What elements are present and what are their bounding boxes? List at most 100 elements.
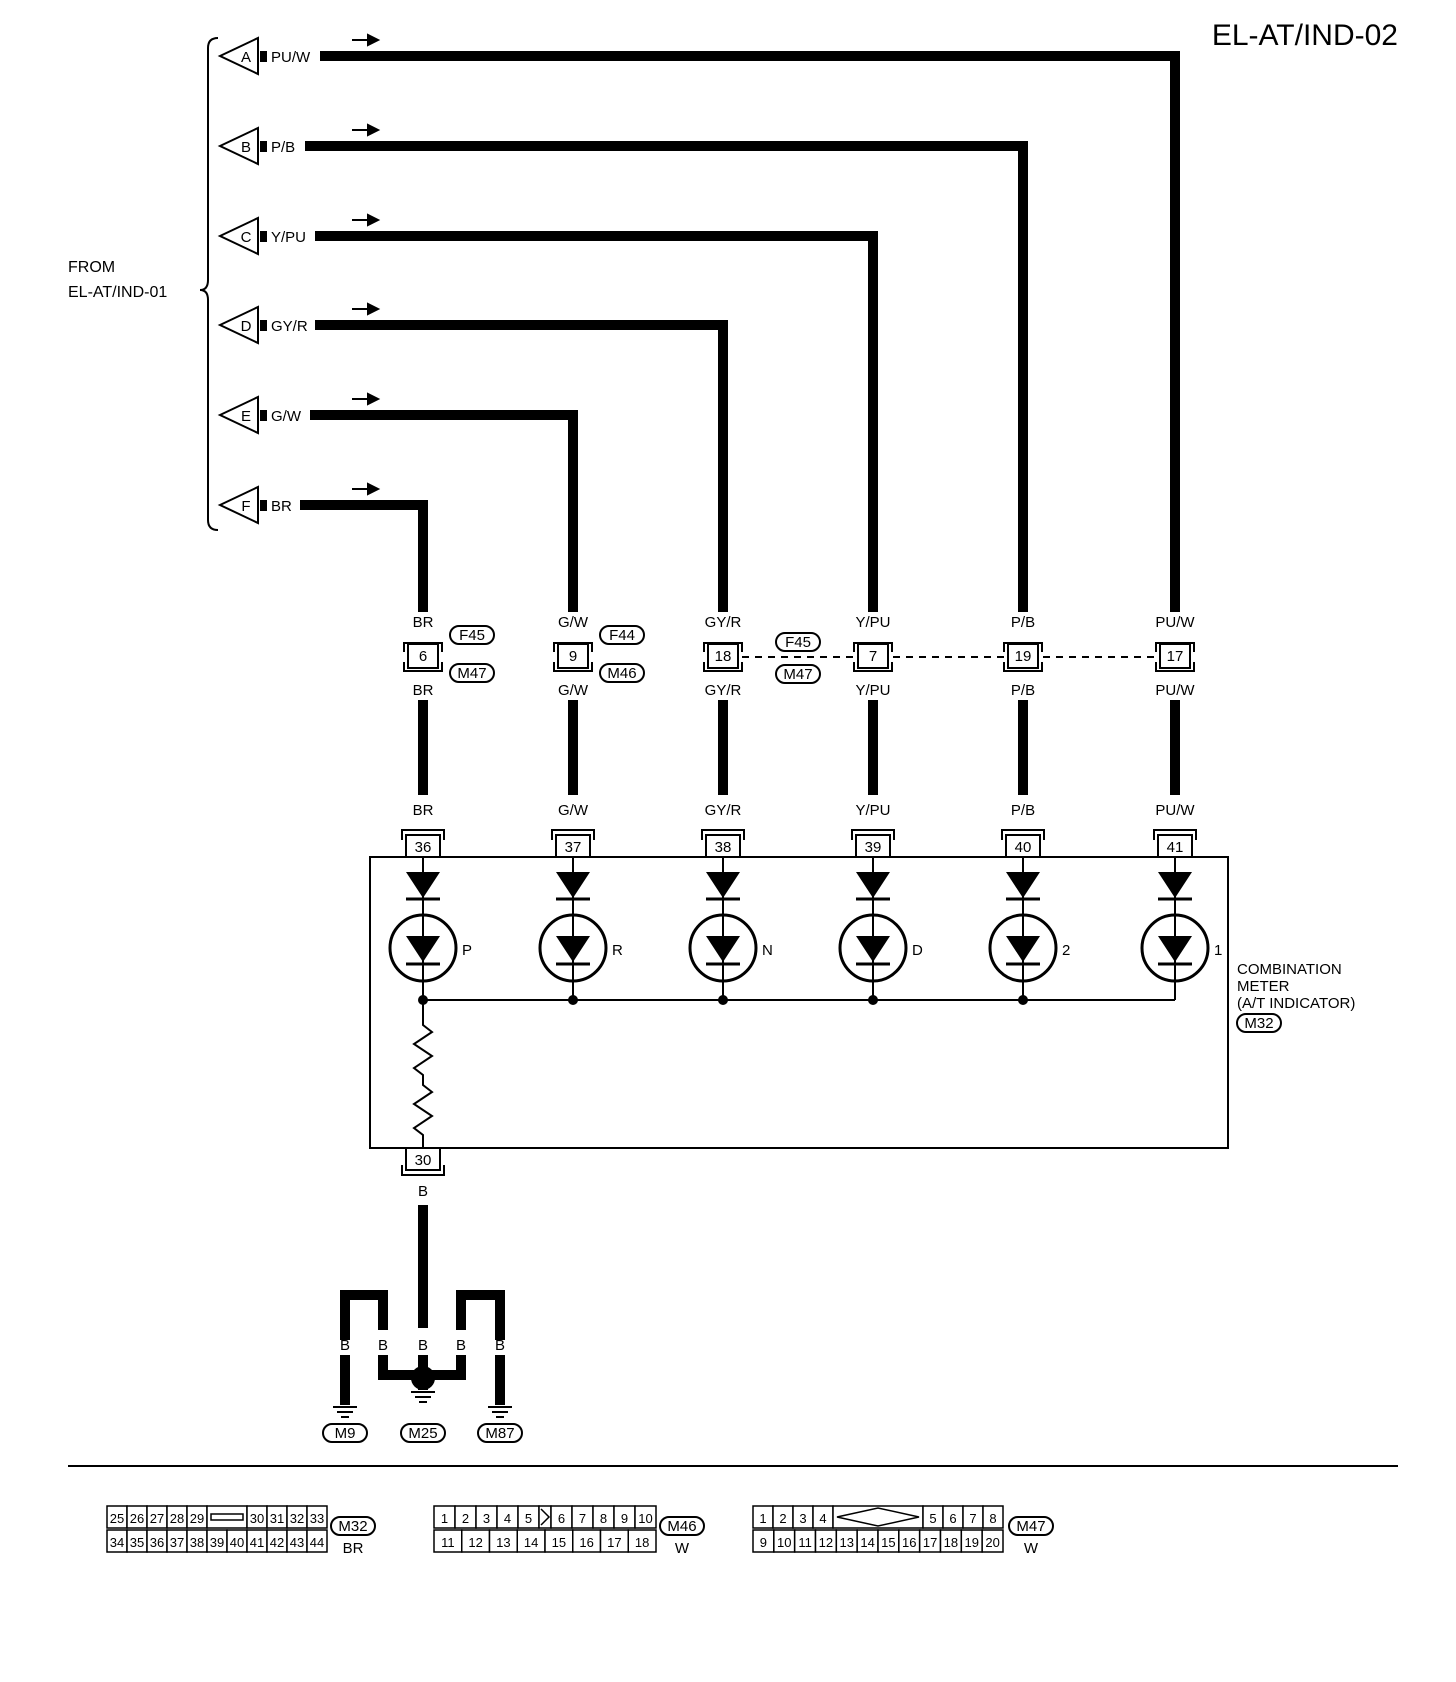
meter-pin-39: 39 [851,829,895,858]
svg-text:9: 9 [621,1511,628,1526]
ground-wire-color: B [418,1183,428,1200]
connector-cell: 1 [433,1505,456,1529]
joint-connector-6: 6 [403,642,443,672]
input-color-b: P/B [271,139,295,156]
svg-text:36: 36 [150,1535,164,1550]
svg-text:12: 12 [468,1535,482,1550]
connector-cell: 32 [286,1505,308,1529]
from-brace [199,37,219,531]
svg-text:31: 31 [270,1511,284,1526]
svg-text:(A/T INDICATOR): (A/T INDICATOR) [1237,995,1355,1012]
svg-text:7: 7 [969,1511,976,1526]
svg-text:19: 19 [965,1535,979,1550]
connector-cell: 9 [613,1505,636,1529]
svg-text:6: 6 [419,648,427,665]
svg-text:F44: F44 [609,627,635,644]
svg-text:1: 1 [441,1511,448,1526]
signal-arrows [352,33,381,496]
combination-meter-box [369,856,1229,1149]
svg-text:B: B [456,1337,466,1354]
svg-text:F45: F45 [785,634,811,651]
svg-text:17: 17 [923,1535,937,1550]
svg-text:40: 40 [230,1535,244,1550]
svg-text:PU/W: PU/W [1155,614,1195,631]
connector-cell: 15 [877,1529,900,1553]
svg-text:M46: M46 [607,665,636,682]
svg-text:30: 30 [415,1152,432,1169]
svg-text:4: 4 [819,1511,826,1526]
ground-label-m9: M9 [335,1425,356,1442]
svg-text:27: 27 [150,1511,164,1526]
svg-text:38: 38 [715,839,732,856]
connector-cell: 15 [544,1529,574,1553]
connector-cell: 17 [599,1529,629,1553]
connector-cell: 34 [106,1529,128,1553]
svg-text:39: 39 [865,839,882,856]
connector-id: M46 [667,1518,696,1535]
ground-symbol-m87: M87 [477,1406,523,1443]
svg-text:2: 2 [779,1511,786,1526]
svg-text:38: 38 [190,1535,204,1550]
svg-text:PU/W: PU/W [1155,802,1195,819]
svg-text:11: 11 [798,1535,812,1550]
from-label-line2: EL-AT/IND-01 [68,284,167,301]
svg-text:10: 10 [777,1535,791,1550]
svg-text:30: 30 [250,1511,264,1526]
svg-text:Y/PU: Y/PU [855,802,890,819]
svg-text:7: 7 [869,648,877,665]
svg-text:B: B [340,1337,350,1354]
joint-upper-labels: BR G/W GY/R Y/PU P/B PU/W [413,614,1196,631]
svg-text:16: 16 [902,1535,916,1550]
meter-pin-38: 38 [701,829,745,858]
svg-text:20: 20 [985,1535,999,1550]
connector-cell: 17 [918,1529,942,1553]
connector-cell: 40 [226,1529,248,1553]
connector-cell: 3 [475,1505,498,1529]
svg-text:1: 1 [759,1511,766,1526]
connector-cell: 8 [592,1505,615,1529]
connector-cell: 11 [433,1529,463,1553]
svg-text:9: 9 [760,1535,767,1550]
input-color-f: BR [271,498,292,515]
svg-text:GY/R: GY/R [705,614,742,631]
svg-text:B: B [378,1337,388,1354]
lamp-label-2: 2 [1062,942,1070,959]
svg-text:18: 18 [635,1535,649,1550]
joint-connector-ids: F45 M47 F44 M46 F45 M47 [449,625,821,684]
svg-text:19: 19 [1015,648,1032,665]
connector-cell: 28 [166,1505,188,1529]
combination-meter-label: COMBINATION METER (A/T INDICATOR) M32 [1236,961,1355,1033]
svg-text:M47: M47 [457,665,486,682]
svg-text:B: B [418,1337,428,1354]
connector-color: W [1024,1540,1039,1557]
connector-cell: 5 [517,1505,540,1529]
connector-cell: 12 [814,1529,838,1553]
svg-text:42: 42 [270,1535,284,1550]
common-bus [418,995,1175,1005]
from-label-line1: FROM [68,259,115,276]
connector-cell: 4 [496,1505,519,1529]
connector-cell: 25 [106,1505,128,1529]
ground-symbol-m9: M9 [322,1406,368,1443]
connector-cell: 2 [454,1505,477,1529]
joint-connector-19: 19 [1003,642,1043,672]
svg-text:5: 5 [929,1511,936,1526]
svg-text:10: 10 [638,1511,652,1526]
input-connector-e: E G/W [217,395,302,435]
connector-cell: 18 [627,1529,657,1553]
connector-cell: 14 [516,1529,546,1553]
svg-text:3: 3 [799,1511,806,1526]
connector-cell: 7 [962,1505,984,1529]
connector-cell: 29 [186,1505,208,1529]
svg-text:13: 13 [840,1535,854,1550]
svg-text:32: 32 [290,1511,304,1526]
connector-cell: 42 [266,1529,288,1553]
connector-id: M32 [338,1518,367,1535]
svg-text:39: 39 [210,1535,224,1550]
input-color-e: G/W [271,408,302,425]
svg-text:9: 9 [569,648,577,665]
svg-text:E: E [241,408,251,425]
connector-cell: 6 [550,1505,573,1529]
connector-cell: 43 [286,1529,308,1553]
